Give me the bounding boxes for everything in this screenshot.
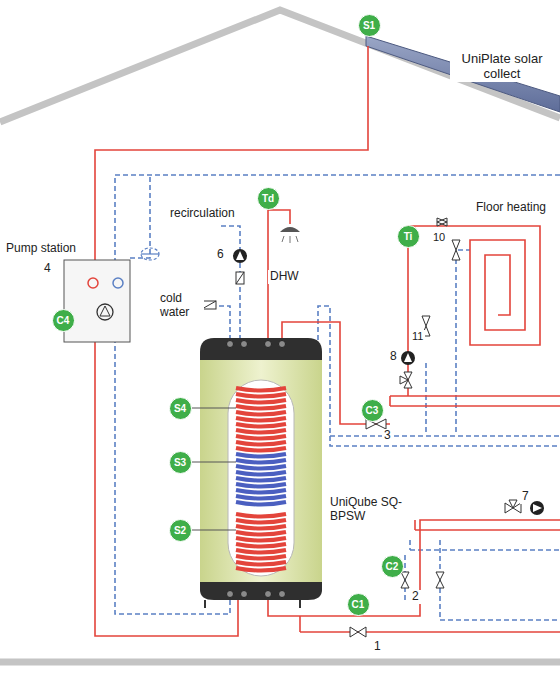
- coil-winding: [236, 544, 286, 547]
- coil-winding: [236, 430, 286, 433]
- badge-text: Ti: [404, 231, 413, 242]
- callout-number: 8: [388, 350, 399, 364]
- callout-number: 3: [382, 429, 393, 443]
- part-label: cold water: [158, 292, 204, 320]
- sensor-badge: S4: [169, 397, 192, 420]
- coil-winding: [236, 502, 286, 505]
- coil-winding: [236, 496, 286, 499]
- sensor-badge: S2: [169, 519, 192, 542]
- callout-number: 11: [410, 330, 425, 343]
- badge-text: C3: [366, 405, 379, 416]
- coil-winding: [236, 400, 286, 403]
- part-label: UniQube SQ-BPSW: [328, 496, 410, 524]
- coil-winding: [236, 424, 286, 427]
- coil-winding: [236, 406, 286, 409]
- sensor-badge: C4: [52, 309, 75, 332]
- callout-number: 4: [42, 262, 53, 276]
- badge-text: Td: [262, 193, 274, 204]
- coil-winding: [236, 484, 286, 487]
- coil-winding: [236, 418, 286, 421]
- part-label: UniPlate solar collect: [450, 52, 554, 82]
- solar-collector: [366, 36, 560, 112]
- part-label: Pump station: [4, 242, 78, 256]
- callout-number: 6: [215, 248, 226, 262]
- coil-winding: [236, 478, 286, 481]
- callout-number: 7: [520, 490, 531, 504]
- sensor-badge: C2: [381, 555, 404, 578]
- coil-winding: [236, 454, 286, 457]
- coil-winding: [236, 562, 286, 565]
- coil-winding: [236, 460, 286, 463]
- callout-number: 10: [431, 231, 447, 244]
- sensor-badge: C1: [347, 593, 370, 616]
- coil-winding: [236, 538, 286, 541]
- valves: [202, 218, 521, 637]
- badge-text: S4: [174, 403, 186, 414]
- part-label: Floor heating: [474, 201, 548, 215]
- coil-winding: [236, 442, 286, 445]
- coil-winding: [236, 436, 286, 439]
- badge-text: C2: [386, 561, 399, 572]
- coil-winding: [236, 448, 286, 451]
- coil-winding: [236, 532, 286, 535]
- coil-winding: [236, 472, 286, 475]
- coil-winding: [236, 526, 286, 529]
- storage-tank: [200, 338, 322, 608]
- badge-text: S1: [363, 20, 375, 31]
- coil-winding: [236, 520, 286, 523]
- sensor-badge: S3: [169, 451, 192, 474]
- sensor-badge: Ti: [397, 225, 420, 248]
- coil-winding: [236, 568, 286, 571]
- badge-text: S2: [174, 525, 186, 536]
- roof-outline: [0, 10, 560, 122]
- badge-text: C1: [352, 599, 365, 610]
- shower-spray: [282, 236, 298, 243]
- pump-station: [64, 248, 159, 342]
- sensor-leaders: [192, 408, 236, 530]
- coil-winding: [236, 394, 286, 397]
- callout-number: 1: [372, 640, 383, 654]
- sensor-badge: Td: [257, 187, 280, 210]
- sensor-badge: C3: [361, 399, 384, 422]
- pumps: [233, 249, 544, 515]
- callout-number: 2: [410, 590, 421, 604]
- coil-winding: [236, 556, 286, 559]
- coil-winding: [236, 550, 286, 553]
- floor-line: [0, 659, 560, 666]
- part-label: DHW: [268, 270, 301, 284]
- coil-winding: [236, 490, 286, 493]
- part-label: recirculation: [168, 207, 237, 221]
- coil-winding: [236, 466, 286, 469]
- shower-head: [280, 227, 300, 232]
- badge-text: C4: [57, 315, 70, 326]
- sensor-badge: S1: [358, 14, 381, 37]
- badge-text: S3: [174, 457, 186, 468]
- coil-winding: [236, 514, 286, 517]
- coil-winding: [236, 388, 286, 391]
- coil-winding: [236, 412, 286, 415]
- pipes: [95, 46, 560, 636]
